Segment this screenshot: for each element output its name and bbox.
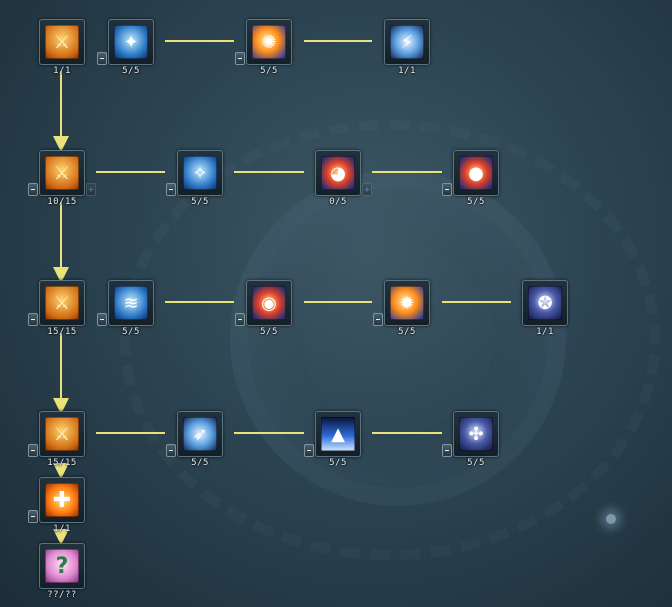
skill-minus-button[interactable] [28,183,38,196]
skill-node-r6-c0[interactable]: ? ??/?? [39,543,85,603]
skill-level-label: 15/15 [47,458,77,468]
crystal-field-icon[interactable]: ▲ [321,417,355,451]
skill-minus-button[interactable] [235,313,245,326]
skill-level-label: 5/5 [329,458,347,468]
skill-minus-button[interactable] [235,52,245,65]
skill-level-label: 5/5 [260,66,278,76]
skill-minus-button[interactable] [373,313,383,326]
skill-slot-frame[interactable]: ✦ [108,19,154,65]
skill-level-label: 1/1 [536,327,554,337]
skill-node-r4-c2[interactable]: ▲ 5/5 [304,411,361,471]
skill-slot-frame[interactable]: ≋ [108,280,154,326]
skill-minus-button[interactable] [166,183,176,196]
skill-slot-frame[interactable]: ? [39,543,85,589]
skill-slot-frame[interactable]: ⚔ [39,19,85,65]
skill-slot-frame[interactable]: ⚡ [384,19,430,65]
skill-level-label: 5/5 [191,458,209,468]
skill-node-r2-c2[interactable]: ◕ 0/5 + [315,150,372,210]
skill-slot-frame[interactable]: ◕ [315,150,361,196]
skill-minus-button[interactable] [28,444,38,457]
mystery-skill-icon[interactable]: ? [45,549,79,583]
skill-level-label: 5/5 [260,327,278,337]
crossed-swords-star2-icon[interactable]: ⚔ [45,156,79,190]
skill-minus-button[interactable] [28,510,38,523]
skill-slot-frame[interactable]: ● [453,150,499,196]
skill-node-r3-c4[interactable]: ✪ 1/1 [522,280,568,340]
skill-level-label: 1/1 [53,524,71,534]
fire-orb-icon[interactable]: ● [459,156,493,190]
skill-level-label: 10/15 [47,197,77,207]
blade-slash-icon[interactable]: ➶ [183,417,217,451]
skill-node-r1-c2[interactable]: ✺ 5/5 [235,19,292,79]
skill-slot-frame[interactable]: ✪ [522,280,568,326]
skill-level-label: 5/5 [398,327,416,337]
background-laurel [120,120,660,560]
skill-slot-frame[interactable]: ✧ [177,150,223,196]
skill-level-label: 5/5 [122,66,140,76]
skill-slot-frame[interactable]: ⚔ [39,280,85,326]
lightning-dash-icon[interactable]: ⚡ [390,25,424,59]
skill-slot-frame[interactable]: ⚔ [39,150,85,196]
skill-level-label: 1/1 [53,66,71,76]
skill-node-r2-c3[interactable]: ● 5/5 [442,150,499,210]
skill-level-label: 15/15 [47,327,77,337]
skill-node-r1-c1[interactable]: ✦ 5/5 [97,19,154,79]
skill-minus-button[interactable] [304,444,314,457]
skill-node-r3-c0[interactable]: ⚔ 15/15 [28,280,85,340]
skill-node-r1-c3[interactable]: ⚡ 1/1 [384,19,430,79]
skill-slot-frame[interactable]: ✹ [384,280,430,326]
skill-node-r3-c1[interactable]: ≋ 5/5 [97,280,154,340]
skill-level-label: 5/5 [467,197,485,207]
skill-slot-frame[interactable]: ◉ [246,280,292,326]
skill-minus-button[interactable] [442,183,452,196]
sparkle-icon [606,514,616,524]
ice-mage-icon[interactable]: ✦ [114,25,148,59]
skill-minus-button[interactable] [442,444,452,457]
skill-node-r4-c1[interactable]: ➶ 5/5 [166,411,223,471]
skill-node-r4-c0[interactable]: ⚔ 15/15 [28,411,85,471]
skill-level-label: ??/?? [47,590,77,600]
light-burst-icon[interactable]: ✧ [183,156,217,190]
skill-node-r1-c0[interactable]: ⚔ 1/1 [39,19,85,79]
skill-minus-button[interactable] [28,313,38,326]
fire-strike-icon[interactable]: ✹ [390,286,424,320]
skill-minus-button[interactable] [97,52,107,65]
skill-level-label: 0/5 [329,197,347,207]
skill-node-r3-c2[interactable]: ◉ 5/5 [235,280,292,340]
skill-minus-button[interactable] [97,313,107,326]
skill-level-label: 5/5 [122,327,140,337]
water-wave-icon[interactable]: ≋ [114,286,148,320]
vortex-icon[interactable]: ◉ [252,286,286,320]
shadow-spin-icon[interactable]: ✪ [528,286,562,320]
skill-node-r2-c0[interactable]: ⚔ 10/15 + [28,150,96,210]
skill-minus-button[interactable] [166,444,176,457]
crossed-swords-max-icon[interactable]: ⚔ [45,417,79,451]
skill-slot-frame[interactable]: ➶ [177,411,223,457]
flame-spin-icon[interactable]: ✺ [252,25,286,59]
skill-slot-frame[interactable]: ✣ [453,411,499,457]
crossed-swords-star3-icon[interactable]: ⚔ [45,286,79,320]
skill-node-r2-c1[interactable]: ✧ 5/5 [166,150,223,210]
skill-level-label: 1/1 [398,66,416,76]
skill-level-label: 5/5 [467,458,485,468]
skill-node-r5-c0[interactable]: ✚ 1/1 [28,477,85,537]
crossed-swords-star1-icon[interactable]: ⚔ [45,25,79,59]
skill-level-label: 5/5 [191,197,209,207]
fire-swirl-icon[interactable]: ◕ [321,156,355,190]
skill-slot-frame[interactable]: ⚔ [39,411,85,457]
skill-plus-button[interactable]: + [362,183,372,196]
skill-slot-frame[interactable]: ▲ [315,411,361,457]
skill-slot-frame[interactable]: ✺ [246,19,292,65]
wind-spin-icon[interactable]: ✣ [459,417,493,451]
skill-slot-frame[interactable]: ✚ [39,477,85,523]
skill-plus-button[interactable]: + [86,183,96,196]
skill-node-r3-c3[interactable]: ✹ 5/5 [373,280,430,340]
golden-cross-icon[interactable]: ✚ [45,483,79,517]
skill-node-r4-c3[interactable]: ✣ 5/5 [442,411,499,471]
